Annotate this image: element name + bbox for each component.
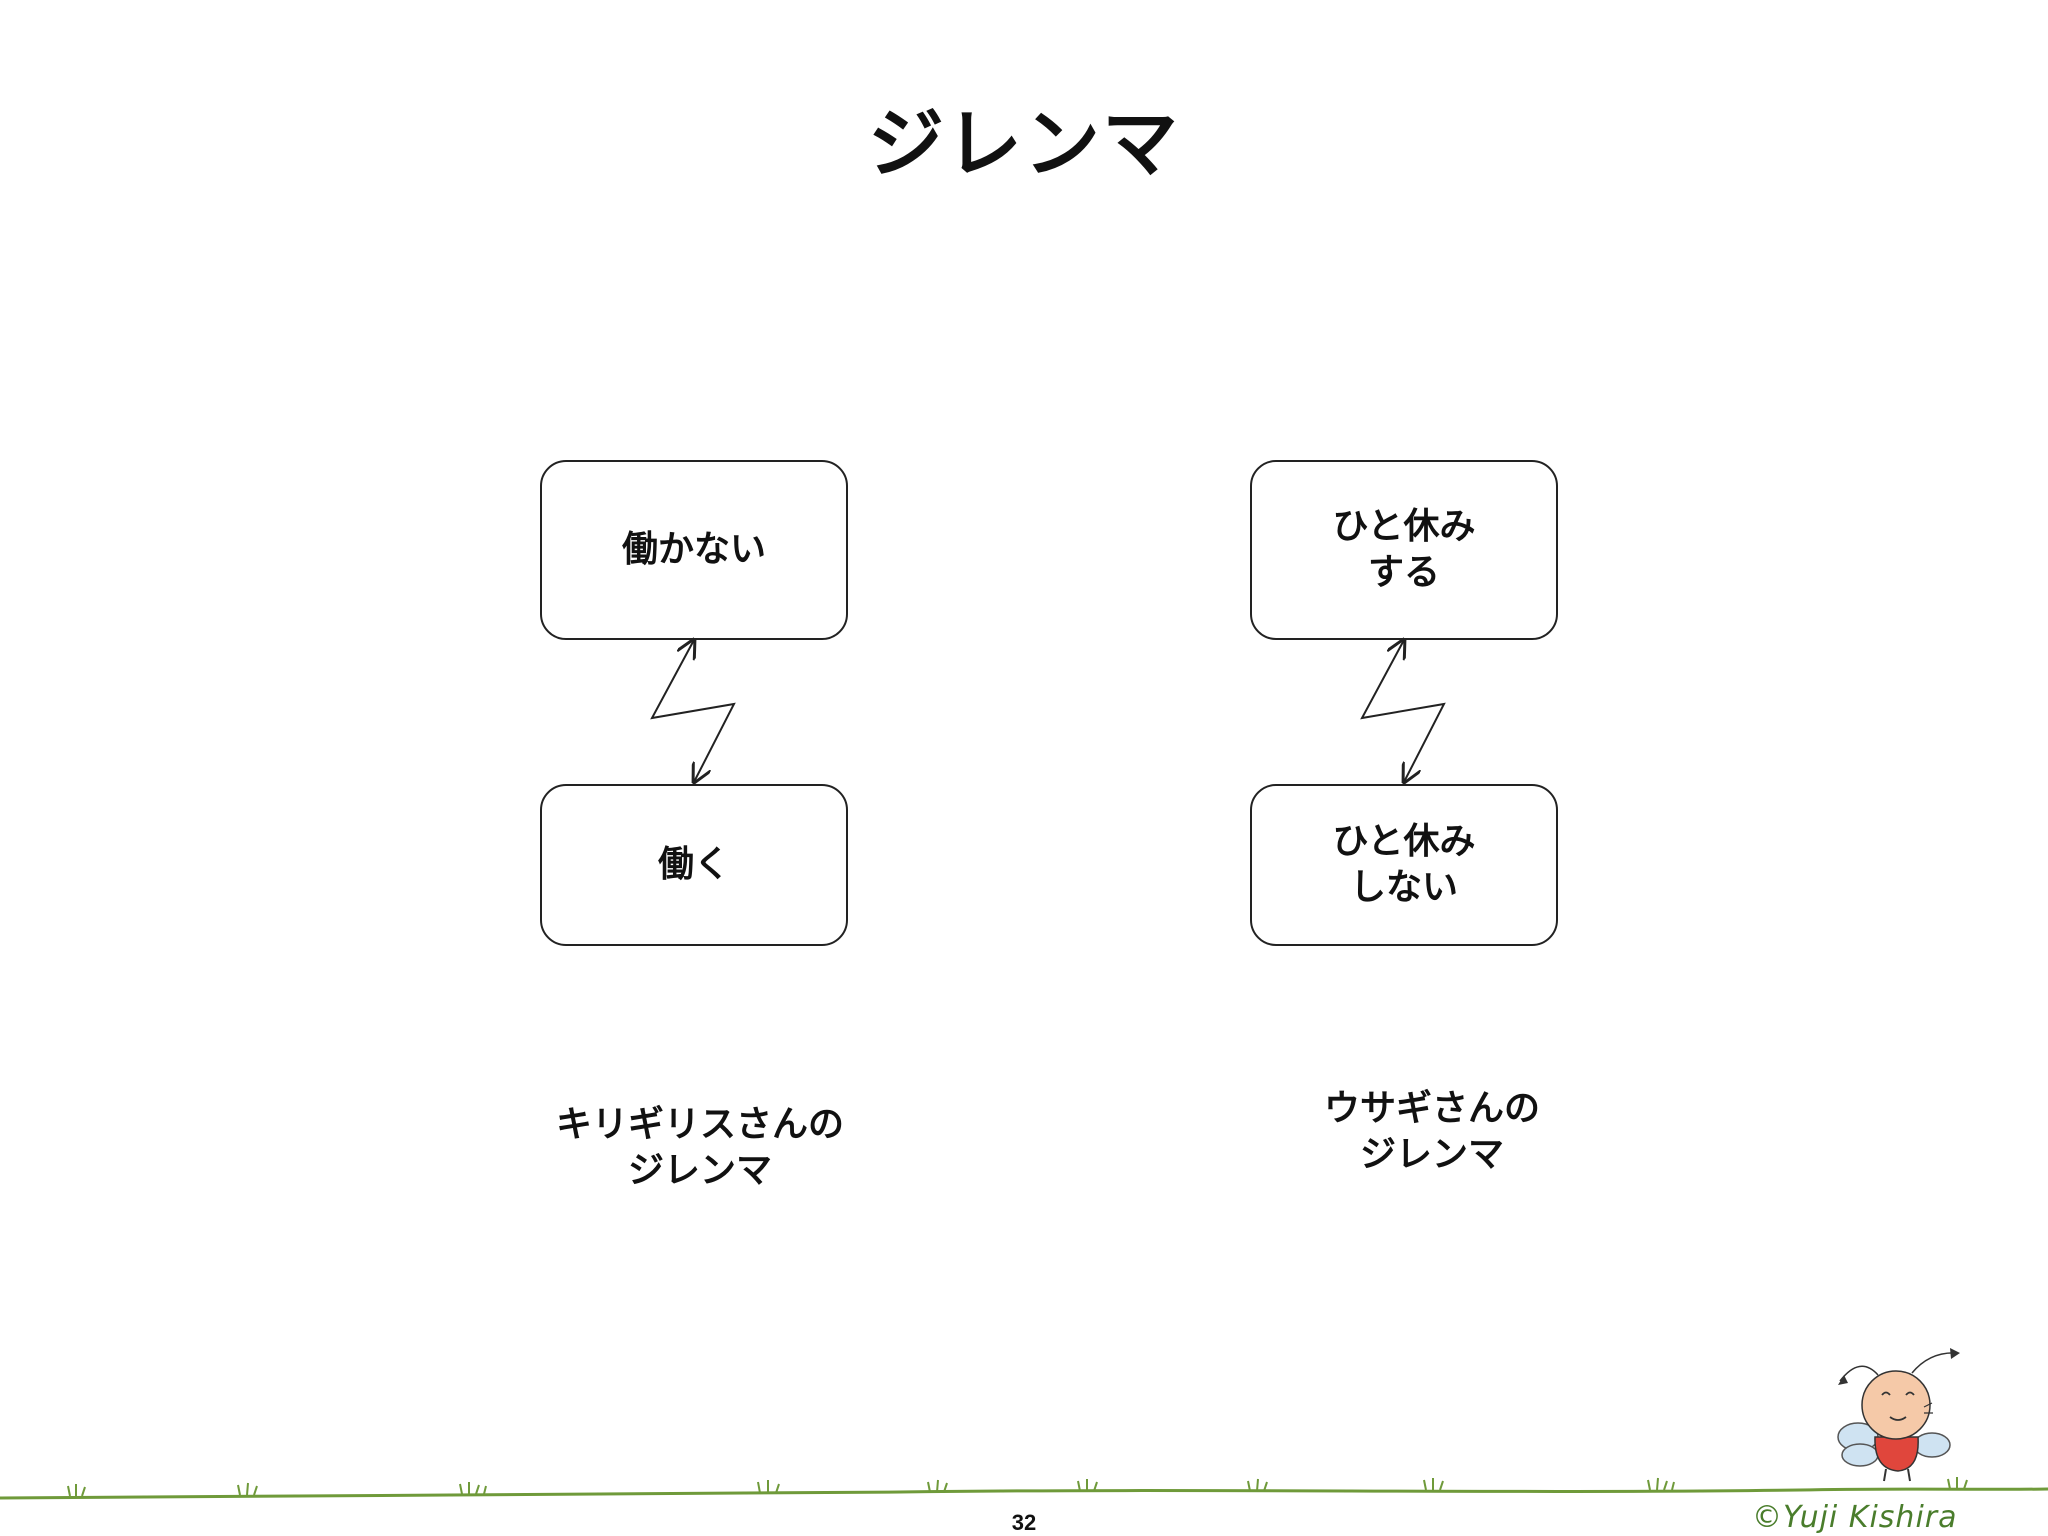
box-right-top: ひと休み する <box>1250 460 1558 640</box>
caption-right: ウサギさんの ジレンマ <box>1323 1088 1540 1175</box>
box-right-top-label: ひと休み する <box>1332 506 1476 593</box>
bee-mascot-illustration <box>1837 1348 1960 1482</box>
page-number: 32 <box>1011 1510 1037 1535</box>
grass-ground <box>0 1477 2048 1500</box>
caption-left: キリギリスさんの ジレンマ <box>555 1104 844 1191</box>
box-left-top: 働かない <box>540 460 848 640</box>
conflict-arrow-right <box>1360 640 1446 782</box>
slide-title: ジレンマ <box>868 99 1180 188</box>
box-left-bottom-label: 働く <box>657 844 730 885</box>
author-signature: ©Yuji Kishira <box>1752 1500 1958 1535</box>
box-right-bottom-label: ひと休み しない <box>1332 821 1476 908</box>
box-left-top-label: 働かない <box>621 529 766 570</box>
box-right-bottom: ひと休み しない <box>1250 784 1558 946</box>
conflict-arrow-left <box>650 640 736 782</box>
